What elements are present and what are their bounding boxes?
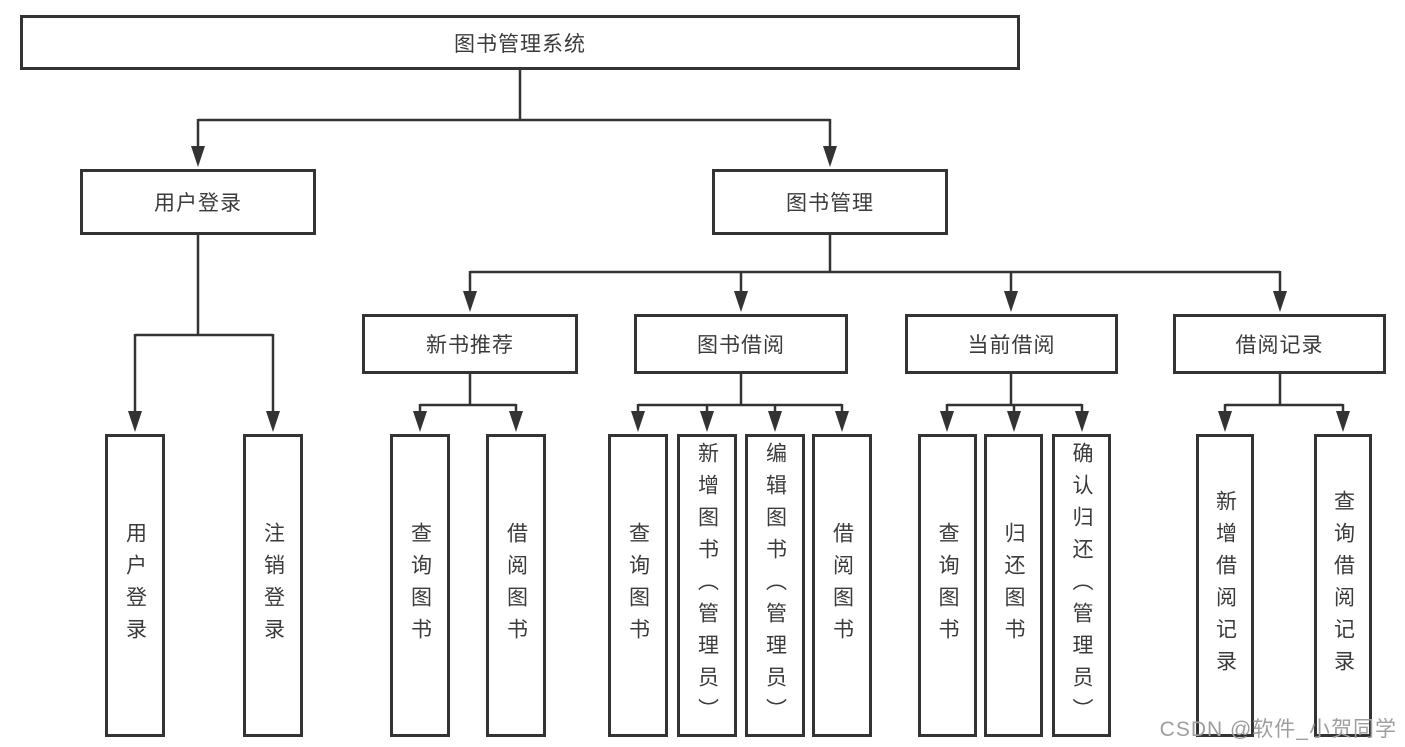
leaf-query-books-current-label: 查询图书	[936, 521, 959, 650]
node-borrow-records: 借阅记录	[1173, 314, 1386, 374]
leaf-add-borrow-record-label: 新增借阅记录	[1213, 489, 1237, 682]
leaf-confirm-return-admin-label: 确认归还（管理员）	[1070, 441, 1093, 730]
node-user-login-label: 用户登录	[154, 192, 242, 215]
leaf-query-books-recommend: 查询图书	[390, 434, 450, 737]
node-book-borrow-label: 图书借阅	[697, 334, 785, 357]
leaf-borrow-books-recommend: 借阅图书	[486, 434, 546, 737]
leaf-user-login-label: 用户登录	[123, 521, 147, 650]
leaf-borrow-books: 借阅图书	[812, 434, 872, 737]
node-new-book-recommend-label: 新书推荐	[426, 334, 514, 357]
csdn-watermark: CSDN @软件_小贺同学	[1159, 718, 1397, 741]
node-current-borrow: 当前借阅	[905, 314, 1118, 374]
leaf-add-book-admin: 新增图书（管理员）	[677, 434, 737, 737]
node-book-management: 图书管理	[712, 169, 948, 235]
node-book-borrow: 图书借阅	[634, 314, 848, 374]
leaf-borrow-books-recommend-label: 借阅图书	[504, 521, 528, 650]
node-user-login: 用户登录	[80, 169, 316, 235]
node-new-book-recommend: 新书推荐	[362, 314, 578, 374]
leaf-add-book-admin-label: 新增图书（管理员）	[695, 441, 719, 730]
node-book-management-label: 图书管理	[786, 192, 874, 215]
node-current-borrow-label: 当前借阅	[967, 334, 1056, 357]
leaf-query-books-current: 查询图书	[918, 434, 977, 737]
leaf-return-book: 归还图书	[984, 434, 1043, 737]
leaf-edit-book-admin-label: 编辑图书（管理员）	[763, 441, 787, 730]
leaf-logout: 注销登录	[243, 434, 303, 737]
leaf-query-books-recommend-label: 查询图书	[408, 521, 432, 650]
leaf-edit-book-admin: 编辑图书（管理员）	[745, 434, 805, 737]
leaf-query-books-borrow-label: 查询图书	[626, 521, 650, 650]
leaf-query-borrow-record: 查询借阅记录	[1314, 434, 1372, 737]
leaf-borrow-books-label: 借阅图书	[830, 521, 854, 650]
leaf-query-books-borrow: 查询图书	[608, 434, 668, 737]
arrowhead-group	[128, 146, 1350, 432]
leaf-return-book-label: 归还图书	[1002, 521, 1025, 650]
leaf-logout-label: 注销登录	[261, 521, 285, 650]
leaf-user-login: 用户登录	[105, 434, 165, 737]
node-system-root-label: 图书管理系统	[454, 32, 586, 56]
leaf-add-borrow-record: 新增借阅记录	[1196, 434, 1254, 737]
leaf-query-borrow-record-label: 查询借阅记录	[1331, 489, 1355, 682]
node-borrow-records-label: 借阅记录	[1235, 334, 1324, 357]
node-system-root: 图书管理系统	[20, 15, 1020, 70]
leaf-confirm-return-admin: 确认归还（管理员）	[1052, 434, 1111, 737]
